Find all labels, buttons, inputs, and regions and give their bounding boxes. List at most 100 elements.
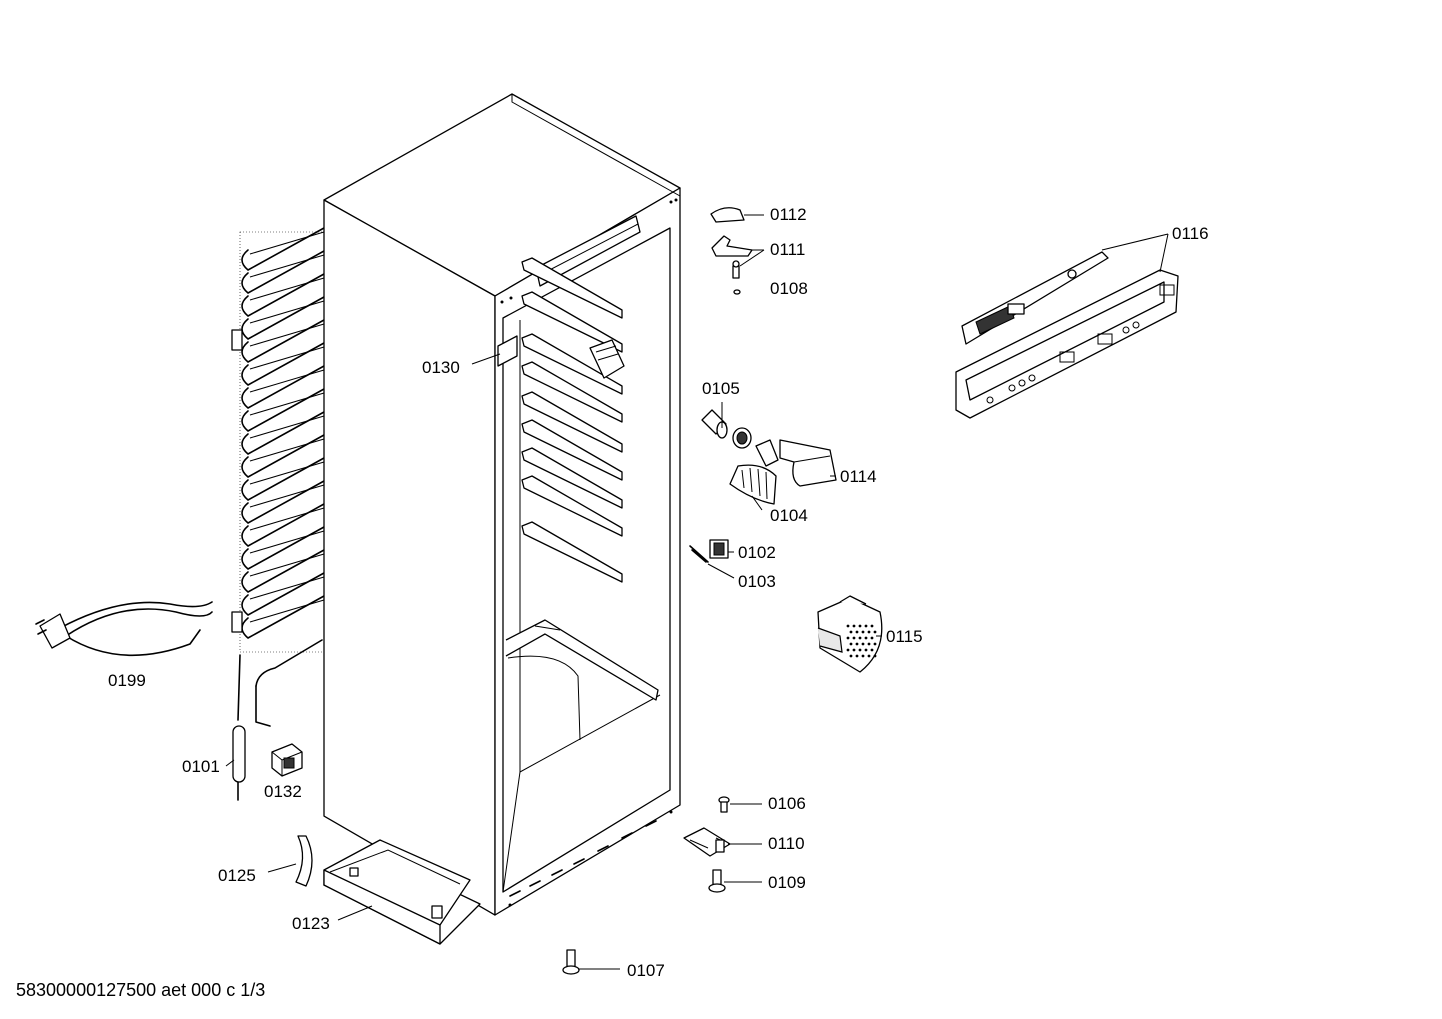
label-0112: 0112 (770, 205, 807, 224)
label-0199: 0199 (108, 671, 146, 690)
label-0114: 0114 (840, 467, 877, 486)
part-0104-lamp-cover (729, 464, 777, 505)
grille-hole (873, 630, 877, 634)
part-0103-clip (689, 545, 709, 563)
grille-hole (861, 642, 865, 646)
coil-tube (241, 365, 325, 409)
part-0110-hinge (683, 827, 731, 857)
shelf-support (521, 361, 623, 423)
grille-hole (855, 630, 859, 634)
coil-tube (241, 250, 325, 294)
leader-lines (225, 214, 1169, 970)
coil-tube (241, 273, 325, 317)
label-0105: 0105 (702, 379, 740, 398)
label-0102: 0102 (738, 543, 776, 562)
drawing-number: 58300000127500 aet 000 c 1/3 (16, 980, 266, 1000)
shelf-support (521, 257, 623, 319)
label-0116: 0116 (1172, 224, 1209, 243)
label-0101: 0101 (182, 757, 220, 776)
coil-tube (241, 526, 325, 570)
coil-tube (241, 227, 325, 271)
coil-tube-edge (249, 507, 325, 531)
part-0105-lamp (701, 409, 728, 439)
coil-tube-edge (249, 369, 325, 393)
coil-tube-edge (249, 254, 325, 278)
coil-tube-edge (249, 323, 325, 347)
condenser-coil (231, 227, 327, 727)
label-0109: 0109 (768, 873, 806, 892)
label-0115: 0115 (886, 627, 923, 646)
label-0104: 0104 (770, 506, 808, 525)
grille-hole (852, 636, 856, 640)
coil-tube (241, 549, 325, 593)
grille-hole (861, 630, 865, 634)
coil-tube-edge (249, 300, 325, 324)
coil-tube (241, 595, 325, 639)
label-0106: 0106 (768, 794, 806, 813)
grille-hole (873, 654, 877, 658)
coil-tube (241, 411, 325, 455)
part-0112-cover (710, 207, 745, 223)
shelf-support (521, 475, 623, 537)
grille-hole (861, 654, 865, 658)
coil-tube-edge (249, 346, 325, 370)
label-0125: 0125 (218, 866, 256, 885)
grille-hole (849, 630, 853, 634)
part-0107-foot (562, 949, 580, 975)
coil-tube-edge (249, 415, 325, 439)
grille-hole (846, 624, 850, 628)
part-0108-clip (732, 260, 741, 295)
part-lamp-socket (732, 427, 752, 449)
shelf-support (521, 333, 623, 395)
label-0111: 0111 (770, 240, 805, 259)
shelf-support (521, 391, 623, 453)
coil-tube-edge (249, 530, 325, 554)
grille-hole (870, 624, 874, 628)
coil-tube (241, 457, 325, 501)
grille-hole (867, 654, 871, 658)
grille-hole (849, 642, 853, 646)
part-0102-connector (709, 539, 729, 559)
coil-tube (241, 319, 325, 363)
coil-tube-edge (249, 576, 325, 600)
part-0109-hinge-pin (708, 869, 726, 893)
coil-tube (241, 434, 325, 478)
part-0115-fan-cover (817, 595, 883, 673)
coil-tube-edge (249, 599, 325, 623)
part-0111-bracket (711, 235, 753, 257)
grille-hole (873, 642, 877, 646)
part-0101-capillary (232, 725, 246, 801)
part-0199-power-cord (35, 601, 213, 657)
label-0107: 0107 (627, 961, 665, 980)
grille-hole (846, 648, 850, 652)
grille-hole (858, 636, 862, 640)
label-0123: 0123 (292, 914, 330, 933)
part-0114-light-cover (779, 439, 837, 487)
coil-tube-edge (249, 553, 325, 577)
coil-tube (241, 572, 325, 616)
base-plate (323, 839, 481, 945)
coil-tube (241, 296, 325, 340)
shelf-support (521, 521, 623, 583)
grille-hole (855, 642, 859, 646)
label-0130: 0130 (422, 358, 460, 377)
grille-hole (870, 636, 874, 640)
part-0125-drain-tube (295, 835, 313, 887)
part-labels: 0112 0111 0108 0116 0130 0105 0114 0104 … (108, 205, 1209, 980)
shelf-support (521, 291, 623, 353)
part-0116-control-panel (955, 251, 1179, 419)
shelf-support (521, 419, 623, 481)
coil-tube (241, 388, 325, 432)
fridge-cabinet (323, 93, 681, 916)
coil-tube-edge (249, 392, 325, 416)
label-0103: 0103 (738, 572, 776, 591)
part-lamp-holder (755, 439, 779, 467)
coil-tube-edge (249, 438, 325, 462)
coil-tube-edge (249, 461, 325, 485)
grille-hole (864, 648, 868, 652)
grille-hole (855, 654, 859, 658)
grille-hole (870, 648, 874, 652)
grille-hole (864, 624, 868, 628)
